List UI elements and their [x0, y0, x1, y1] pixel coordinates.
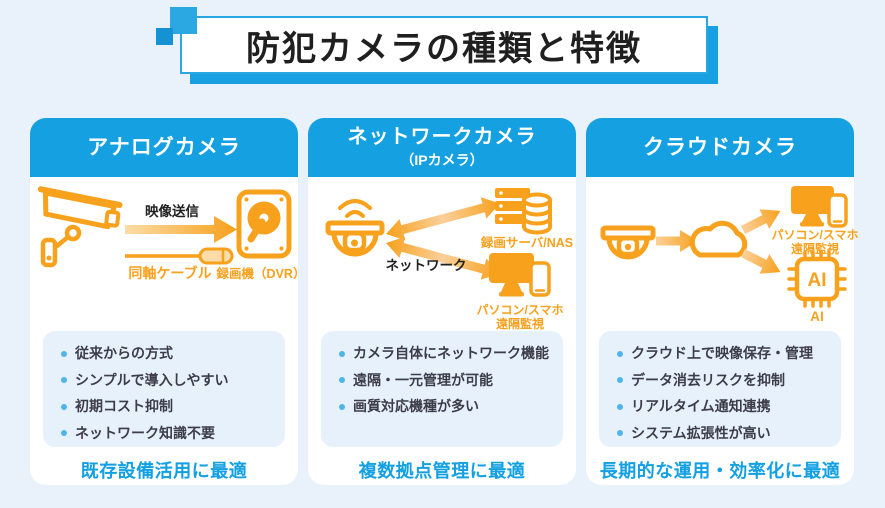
smartphone-icon: [529, 261, 551, 297]
feature-text: システム拡張性が高い: [631, 424, 771, 441]
cloud-card-header: クラウドカメラ: [586, 118, 854, 177]
analog-card-header: アナログカメラ: [30, 118, 298, 177]
feature-item: 初期コスト抑制: [61, 398, 277, 416]
recording-server-icon: [495, 188, 530, 224]
analog-diagram: 映像送信 同軸ケーブル 録画機（DVR）: [37, 186, 305, 281]
card-cloud-camera: クラウドカメラ: [586, 118, 858, 485]
feature-item: クラウド上で映像保存・管理: [617, 345, 833, 363]
network-card-header: ネットワークカメラ （IPカメラ）: [308, 118, 576, 177]
ai-chip-label: AI: [808, 270, 827, 291]
smartphone-icon: [827, 193, 848, 228]
analog-feature-list: 従来からの方式 シンプルで導入しやすい 初期コスト抑制 ネットワーク知識不要: [43, 331, 285, 447]
pc-monitor-icon: [489, 253, 534, 297]
cloud-card-title: クラウドカメラ: [643, 135, 797, 159]
feature-item: ネットワーク知識不要: [61, 425, 277, 443]
dome-camera-icon: [325, 220, 385, 257]
ai-chip-icon: AI: [787, 250, 847, 308]
cloud-best-for: 長期的な運用・効率化に最適: [599, 461, 841, 481]
accent-square-small: [156, 28, 173, 45]
accent-square-large: [170, 7, 197, 34]
feature-text: 遠隔・一元管理が可能: [353, 371, 493, 388]
network-label: ネットワーク: [386, 258, 467, 273]
feature-text: 従来からの方式: [75, 345, 173, 361]
bullet-dot: [339, 377, 345, 384]
network-feature-list: カメラ自体にネットワーク機能 遠隔・一元管理が可能 画質対応機種が多い: [321, 331, 563, 447]
cloud-feature-list: クラウド上で映像保存・管理 データ消去リスクを抑制 リアルタイム通知連携 システ…: [599, 331, 841, 447]
nas-database-icon: [522, 192, 552, 235]
analog-card-title: アナログカメラ: [87, 135, 241, 159]
wifi-icon: [338, 199, 372, 218]
pc-smartphone-label: パソコン/スマホ: [477, 303, 564, 317]
feature-item: カメラ自体にネットワーク機能: [339, 345, 555, 363]
bullet-dot: [339, 403, 345, 410]
network-card-subtitle: （IPカメラ）: [400, 151, 484, 168]
page-title: 防犯カメラの種類と特徴: [246, 29, 642, 68]
feature-text: 初期コスト抑制: [75, 398, 173, 414]
bullet-dot: [61, 430, 67, 437]
network-diagram: ネットワーク 録画サーバ/NAS: [325, 188, 573, 331]
pc-smartphone-label: パソコン/スマホ: [772, 228, 859, 242]
feature-item: 画質対応機種が多い: [339, 398, 555, 416]
recorder-label: 録画機（DVR）: [217, 266, 306, 281]
network-card-title: ネットワークカメラ: [347, 125, 537, 148]
cloud-icon: [689, 220, 748, 258]
video-arrow: [125, 216, 237, 243]
feature-item: 遠隔・一元管理が可能: [339, 372, 555, 390]
network-best-for: 複数拠点管理に最適: [358, 461, 526, 481]
feature-item: データ消去リスクを抑制: [617, 372, 833, 390]
feature-item: システム拡張性が高い: [617, 425, 833, 443]
dvr-hdd-icon: [236, 189, 292, 259]
feature-text: カメラ自体にネットワーク機能: [353, 345, 549, 361]
feature-item: リアルタイム通知連携: [617, 398, 833, 416]
analog-best-for: 既存設備活用に最適: [80, 461, 248, 481]
bullet-dot: [61, 350, 67, 357]
feature-text: 画質対応機種が多い: [353, 398, 479, 414]
bullet-dot: [61, 403, 67, 410]
bullet-dot: [617, 430, 623, 437]
card-network-camera: ネットワークカメラ （IPカメラ） ネットワーク: [308, 118, 576, 485]
feature-text: クラウド上で映像保存・管理: [631, 345, 813, 361]
feature-text: シンプルで導入しやすい: [75, 371, 229, 388]
bullet-dot: [617, 403, 623, 410]
feature-item: シンプルで導入しやすい: [61, 372, 277, 390]
feature-item: 従来からの方式: [61, 345, 277, 363]
bullet-camera-icon: [37, 186, 123, 268]
title-box: 防犯カメラの種類と特徴: [180, 16, 708, 74]
bullet-dot: [617, 377, 623, 384]
bullet-dot: [617, 350, 623, 357]
feature-text: リアルタイム通知連携: [631, 398, 771, 414]
coax-cable-icon: [125, 247, 234, 265]
feature-text: データ消去リスクを抑制: [631, 371, 785, 388]
feature-text: ネットワーク知識不要: [75, 424, 215, 441]
pc-monitor-icon: [791, 186, 834, 227]
remote-monitoring-label: 遠隔監視: [496, 316, 544, 331]
transmission-label: 映像送信: [145, 203, 199, 219]
remote-monitoring-label: 遠隔監視: [791, 241, 839, 256]
ai-label: AI: [810, 309, 824, 324]
bullet-dot: [339, 350, 345, 357]
cloud-diagram: パソコン/スマホ 遠隔監視 AI AI: [600, 186, 858, 324]
dome-camera-icon: [600, 225, 656, 260]
bullet-dot: [61, 377, 67, 384]
coax-cable-label: 同軸ケーブル: [128, 265, 211, 281]
server-label: 録画サーバ/NAS: [481, 235, 573, 250]
card-analog-camera: アナログカメラ 映像送信: [30, 118, 305, 485]
